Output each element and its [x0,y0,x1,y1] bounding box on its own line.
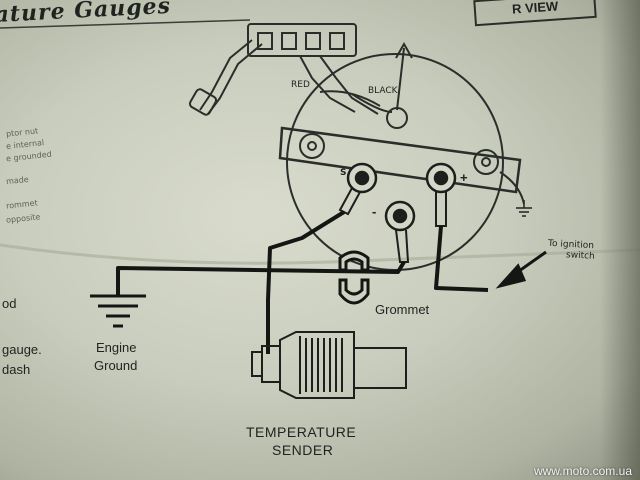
wires [116,210,489,354]
engine-ground-label-line2: Ground [94,358,138,373]
title-underline [0,19,251,29]
black-wire-label: BLACK [368,86,398,96]
sender-wire [266,210,346,354]
engine-ground-icon [90,294,146,328]
terminal-sender-icon [346,162,378,194]
paper-fold [0,243,640,265]
chassis-ground-icon [516,200,532,217]
grommet-icon [338,250,370,305]
red-wire-label: RED [291,80,310,90]
ground-wire [116,260,406,296]
left-side-text-3: dash [2,362,31,377]
gauge-rear-housing [278,41,525,271]
left-side-text-2: gauge. [2,342,42,357]
terminal-positive-icon [425,162,457,194]
terminal-negative-label: - [372,204,377,219]
photo-shadow [600,0,640,480]
terminal-s-label: S [340,168,347,178]
lamp-socket-icon [188,23,379,116]
sender-label-line1: TEMPERATURE [246,424,357,440]
grommet-label: Grommet [375,302,430,317]
ignition-wire [434,225,489,292]
sender-label-line2: SENDER [272,442,334,458]
engine-ground-label-line1: Engine [96,340,137,355]
watermark: www.moto.com.ua [533,464,632,478]
ignition-label-line2: switch [565,250,595,262]
left-side-text-1: od [2,296,17,311]
terminal-positive-label: + [460,170,468,185]
terminal-negative-icon [384,200,416,232]
ignition-arrow-icon [495,250,547,289]
temperature-sender-icon [251,331,407,399]
